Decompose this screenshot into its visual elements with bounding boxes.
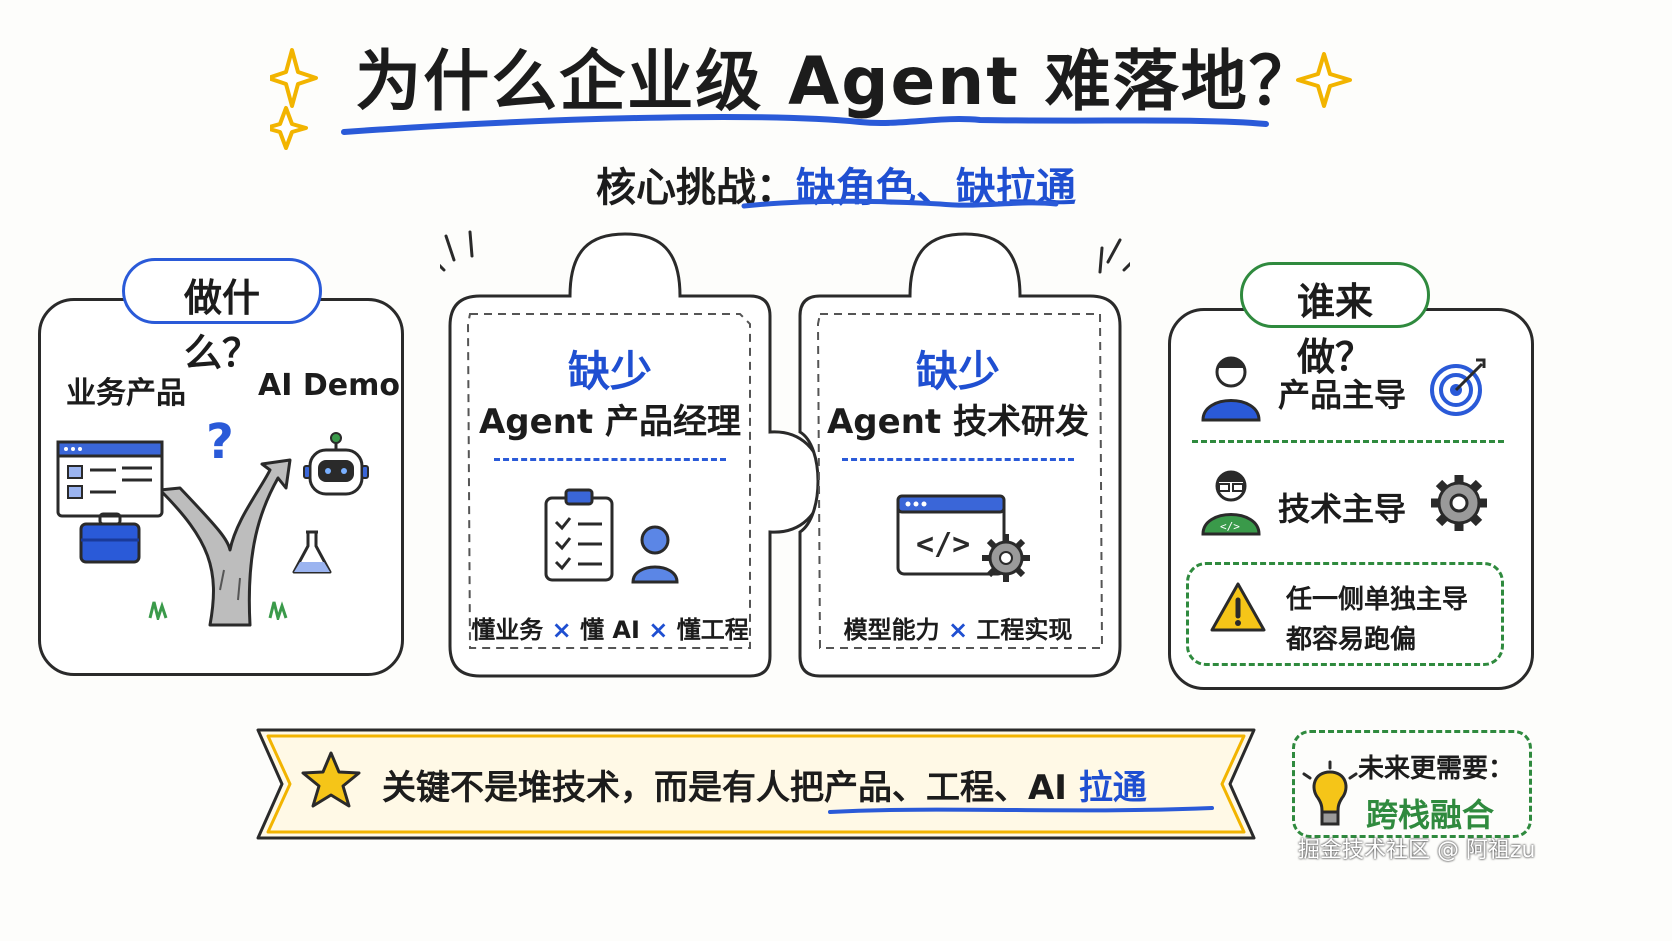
missing-label-left: 缺少 [567, 347, 652, 396]
skill-implementation: 工程实现 [976, 616, 1073, 644]
lightbulb-icon [1302, 760, 1358, 826]
divider-left [494, 458, 726, 461]
flask-icon [292, 530, 332, 574]
target-icon [1430, 358, 1486, 416]
developer-icon: </> [1201, 470, 1261, 536]
future-value: 跨栈融合 [1366, 796, 1495, 834]
user-icon [631, 525, 679, 584]
right-divider [1192, 440, 1504, 443]
checklist-icon [544, 488, 614, 582]
footer-dev-skills: 模型能力 × 工程实现 [810, 610, 1106, 645]
robot-icon [303, 432, 369, 496]
divider-right [842, 458, 1074, 461]
watermark: 掘金技术社区 @ 阿祖zu [1298, 838, 1536, 863]
missing-label-right: 缺少 [915, 347, 1000, 396]
times-icon: × [648, 616, 669, 644]
person-icon [1201, 356, 1261, 422]
future-box [1292, 730, 1532, 838]
page-title: 为什么企业级 Agent 难落地？ [355, 43, 1317, 120]
banner-highlight: 拉通 [1078, 768, 1147, 808]
browser-window-icon [56, 440, 164, 518]
warning-text: 任一侧单独主导 都容易跑偏 [1286, 580, 1468, 660]
question-mark: ? [206, 414, 234, 470]
gear-icon [1431, 475, 1487, 531]
code-window-icon: </> [896, 494, 1030, 582]
tag-who: 谁来做？ [1240, 262, 1430, 379]
puzzle-pieces [440, 230, 1130, 678]
skill-engineering: 懂工程 [676, 616, 749, 644]
sparkle-icon [270, 48, 318, 150]
grass-icon [148, 601, 288, 620]
skill-model: 模型能力 [843, 616, 940, 644]
times-icon: × [947, 616, 969, 644]
star-icon [301, 751, 361, 808]
times-icon: × [551, 616, 572, 644]
label-business-product: 业务产品 [66, 376, 186, 411]
banner-text: 关键不是堆技术，而是有人把产品、工程、AI [382, 768, 1079, 808]
banner-message: 关键不是堆技术，而是有人把产品、工程、AI 拉通 [382, 760, 1147, 809]
warning-icon [1210, 582, 1266, 632]
gear-icon [982, 534, 1030, 582]
warning-line-2: 都容易跑偏 [1286, 625, 1417, 655]
tag-what: 做什么？ [122, 258, 322, 375]
title-underline [341, 114, 1269, 135]
sparkle-icon [1296, 52, 1352, 108]
product-led-label: 产品主导 [1278, 376, 1407, 414]
footer-pm-skills: 懂业务 × 懂 AI × 懂工程 [462, 610, 758, 645]
briefcase-icon [79, 512, 141, 564]
warning-box [1186, 562, 1504, 666]
svg-text:</>: </> [1220, 520, 1240, 533]
svg-text:</>: </> [916, 527, 970, 562]
label-ai-demo: AI Demo [258, 368, 400, 403]
tech-led-label: 技术主导 [1278, 490, 1407, 528]
future-label: 未来更需要： [1358, 754, 1515, 784]
fork-tree-icon [158, 458, 292, 627]
skill-ai: 懂 AI [580, 616, 640, 644]
subtitle-underline [741, 198, 1059, 209]
skill-business: 懂业务 [471, 616, 544, 644]
role-agent-dev: Agent 技术研发 [826, 402, 1089, 442]
banner-underline [828, 806, 1214, 814]
role-agent-pm: Agent 产品经理 [478, 402, 741, 442]
warning-line-1: 任一侧单独主导 [1286, 585, 1469, 615]
